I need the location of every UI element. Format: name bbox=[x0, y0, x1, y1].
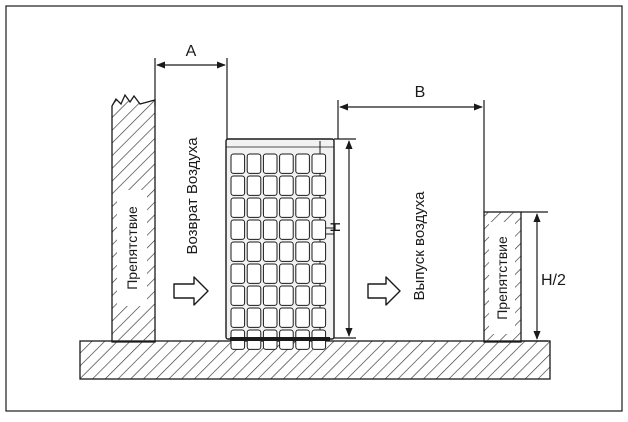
obstacle-left-label: Препятствие bbox=[124, 206, 140, 290]
grille-cell bbox=[295, 175, 310, 196]
grille-cell bbox=[262, 307, 278, 328]
grille-cell bbox=[279, 175, 294, 196]
grille-cell bbox=[279, 263, 294, 284]
grille-cell bbox=[311, 219, 327, 240]
obstacle-right-label: Препятствие bbox=[494, 236, 510, 320]
grille-cell bbox=[230, 153, 246, 174]
dim-h2-label: H/2 bbox=[541, 272, 566, 289]
grille-cell bbox=[279, 241, 294, 262]
outdoor-unit bbox=[225, 138, 335, 350]
grille-cell bbox=[295, 197, 310, 218]
dim-a-label: A bbox=[186, 43, 197, 60]
air-exhaust-label: Выпуск воздуха bbox=[411, 191, 428, 301]
grille-cell bbox=[279, 307, 294, 328]
dimension-a: A bbox=[154, 43, 228, 139]
diagram-frame bbox=[5, 5, 623, 412]
right-obstacle-wall: Препятствие bbox=[483, 211, 522, 343]
grille-cell bbox=[230, 307, 246, 328]
grille-cell bbox=[295, 263, 310, 284]
grille-cell bbox=[230, 263, 246, 284]
grille-cell bbox=[311, 197, 327, 218]
dimension-h: H bbox=[327, 138, 356, 339]
grille-cell bbox=[230, 285, 246, 306]
air-exhaust-zone: Выпуск воздуха bbox=[367, 191, 428, 306]
dimension-b: B bbox=[337, 84, 485, 212]
grille-cell bbox=[295, 241, 310, 262]
grille-cell bbox=[262, 197, 278, 218]
grille-cell bbox=[295, 153, 310, 174]
grille-cell bbox=[279, 197, 294, 218]
grille-cell bbox=[246, 175, 262, 196]
grille-cell bbox=[230, 241, 246, 262]
grille-cell bbox=[311, 241, 327, 262]
grille-cell bbox=[279, 153, 294, 174]
grille-cell bbox=[230, 197, 246, 218]
grille-cell bbox=[279, 285, 294, 306]
grille-cell bbox=[279, 219, 294, 240]
grille-cell bbox=[246, 219, 262, 240]
dim-h-label: H bbox=[327, 222, 343, 232]
grille-cell bbox=[246, 197, 262, 218]
grille-cell bbox=[246, 153, 262, 174]
grille-cell bbox=[246, 263, 262, 284]
grille-cell bbox=[262, 219, 278, 240]
grille-cell bbox=[311, 263, 327, 284]
air-return-arrow-icon bbox=[173, 276, 209, 306]
grille-cell bbox=[230, 219, 246, 240]
grille-cell bbox=[311, 153, 327, 174]
grille-cell bbox=[262, 263, 278, 284]
grille-cell bbox=[262, 175, 278, 196]
air-return-label: Возврат Воздуха bbox=[184, 137, 201, 255]
grille-cell bbox=[311, 175, 327, 196]
air-return-zone: Возврат Воздуха bbox=[173, 137, 209, 306]
grille-cell bbox=[311, 307, 327, 328]
grille-cell bbox=[246, 307, 262, 328]
grille-cell bbox=[295, 285, 310, 306]
grille-cell bbox=[246, 285, 262, 306]
grille-cell bbox=[295, 219, 310, 240]
dim-b-label: B bbox=[415, 84, 426, 101]
grille-cell bbox=[262, 285, 278, 306]
air-exhaust-arrow-icon bbox=[367, 276, 401, 306]
grille-cell bbox=[246, 241, 262, 262]
left-obstacle-wall: Препятствие bbox=[111, 93, 156, 343]
grille-cell bbox=[230, 175, 246, 196]
dimension-h2: H/2 bbox=[521, 211, 578, 342]
grille-cell bbox=[295, 307, 310, 328]
grille-cell bbox=[311, 285, 327, 306]
grille-cell bbox=[262, 241, 278, 262]
grille-cell bbox=[262, 153, 278, 174]
